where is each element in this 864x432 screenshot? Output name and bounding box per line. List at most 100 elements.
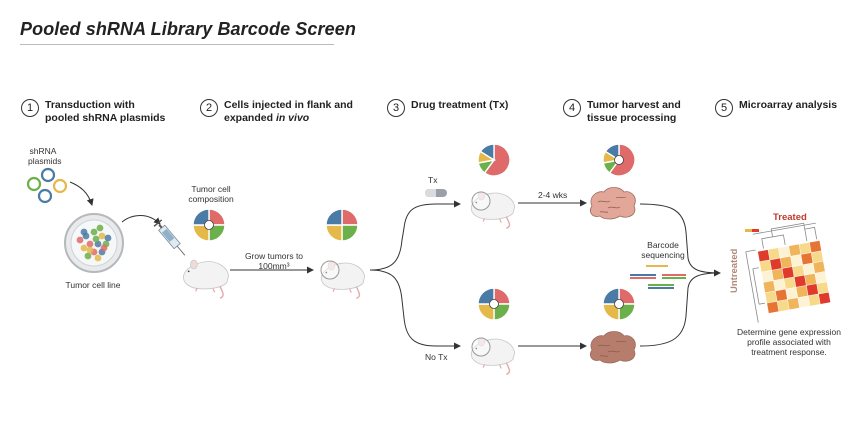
heatmap-cell (773, 279, 786, 291)
profile-label: Determine gene expression profile associ… (737, 327, 841, 357)
heatmap-cell (809, 240, 822, 253)
heatmap-cell (818, 292, 831, 305)
treated-label: Treated (773, 212, 807, 223)
heatmap-cell (804, 273, 817, 286)
heatmap-cell (757, 249, 770, 262)
pie-slice (192, 208, 210, 226)
step-label: Microarray analysis (739, 99, 838, 111)
heatmap-cell (777, 299, 789, 312)
heatmap-cell (796, 285, 808, 298)
pie-slice (477, 287, 495, 305)
step-2: 2 Cells injected in flank and expanded i… (200, 99, 353, 125)
cell (92, 235, 100, 243)
pie-slice (479, 143, 495, 162)
step-label: Cells injected in flank and expanded in … (224, 99, 353, 124)
petri-dish-icon (64, 213, 124, 273)
heatmap-cell (799, 242, 811, 255)
composition-pie-icon (325, 208, 359, 242)
heatmap-cell (808, 294, 821, 306)
heatmap-cell (788, 244, 801, 256)
arrow-plasmid-to-dish (69, 181, 94, 206)
pie-center (614, 299, 624, 309)
step-3: 3 Drug treatment (Tx) (387, 99, 508, 117)
tx-label: Tx (428, 175, 438, 185)
tumor-icon (590, 331, 636, 364)
drug-pill-icon (425, 189, 447, 197)
step-number: 1 (21, 99, 39, 117)
heatmap-cell (767, 301, 779, 314)
composition-pie-icon (477, 143, 511, 177)
no-tx-label: No Tx (425, 352, 448, 362)
pie-slice (602, 287, 620, 305)
cell (98, 232, 106, 240)
plasmid-icon (26, 167, 68, 204)
heatmap-cell (801, 252, 813, 265)
pie-slice (341, 224, 359, 242)
step-5: 5 Microarray analysis (715, 99, 837, 117)
composition-pie-icon (192, 208, 226, 242)
duration-label: 2-4 wks (538, 190, 568, 200)
grow-label: Grow tumors to 100mm³ (244, 251, 304, 271)
heatmap-cell (811, 251, 824, 263)
step-number: 5 (715, 99, 733, 117)
heatmap-cell (816, 282, 829, 294)
heatmap-cell (771, 268, 784, 281)
dna-strand-icon (630, 265, 686, 289)
heatmap-cell (815, 271, 827, 284)
cell (76, 236, 84, 244)
composition-pie-icon (602, 143, 636, 177)
pie-slice (341, 208, 359, 226)
pie-center (614, 155, 624, 165)
heatmap-icon (745, 222, 831, 323)
heatmap-cell (770, 258, 782, 270)
arrow-to-array-bottom (639, 272, 721, 347)
pie-center (489, 299, 499, 309)
tumor-icon (590, 187, 636, 220)
heatmap-cell (794, 275, 807, 288)
pie-slice (604, 143, 620, 162)
syringe-icon (153, 219, 186, 256)
heatmap-cell (759, 260, 772, 272)
heatmap-cell (778, 246, 791, 258)
mouse-icon (182, 259, 230, 299)
pie-slice (325, 208, 343, 226)
arrow-branch-tx (369, 200, 461, 271)
heatmap-cell (775, 289, 788, 301)
composition-label: Tumor cell composition (188, 184, 234, 204)
heatmap-cell (790, 254, 803, 267)
heatmap-cell (768, 248, 780, 260)
heatmap-cell (765, 291, 777, 303)
composition-pie-icon (477, 287, 511, 321)
cell (84, 252, 92, 260)
arrow-to-array-top (639, 203, 721, 277)
cell (100, 244, 108, 252)
step-label: Transduction with pooled shRNA plasmids (45, 99, 166, 124)
tumor-site (471, 337, 491, 357)
heatmap-cell (798, 296, 810, 308)
heatmap-cell (787, 297, 800, 310)
heatmap-cell (806, 283, 819, 296)
heatmap-cell (782, 266, 794, 279)
cell (96, 224, 104, 232)
composition-pie-icon (602, 287, 636, 321)
tumor-site (471, 191, 491, 211)
arrow-dish-to-syringe (121, 215, 161, 225)
heatmap-cell (784, 277, 796, 289)
barcode-label: Barcode sequencing (641, 240, 685, 260)
cell (86, 240, 94, 248)
cell (80, 244, 88, 252)
tumor-cell-line-label: Tumor cell line (65, 280, 121, 290)
cell (90, 228, 98, 236)
shrna-label: shRNA plasmids (28, 146, 62, 166)
step-number: 2 (200, 99, 218, 117)
heatmap-cell (763, 280, 775, 293)
arrow-branch-no-tx (369, 269, 461, 350)
step-number: 4 (563, 99, 581, 117)
heatmap-cell (785, 287, 798, 300)
step-1: 1 Transduction with pooled shRNA plasmid… (21, 99, 165, 125)
pie-slice (483, 143, 511, 177)
tumor-site (320, 260, 340, 280)
cell (80, 228, 88, 236)
heatmap-cell (792, 265, 805, 277)
